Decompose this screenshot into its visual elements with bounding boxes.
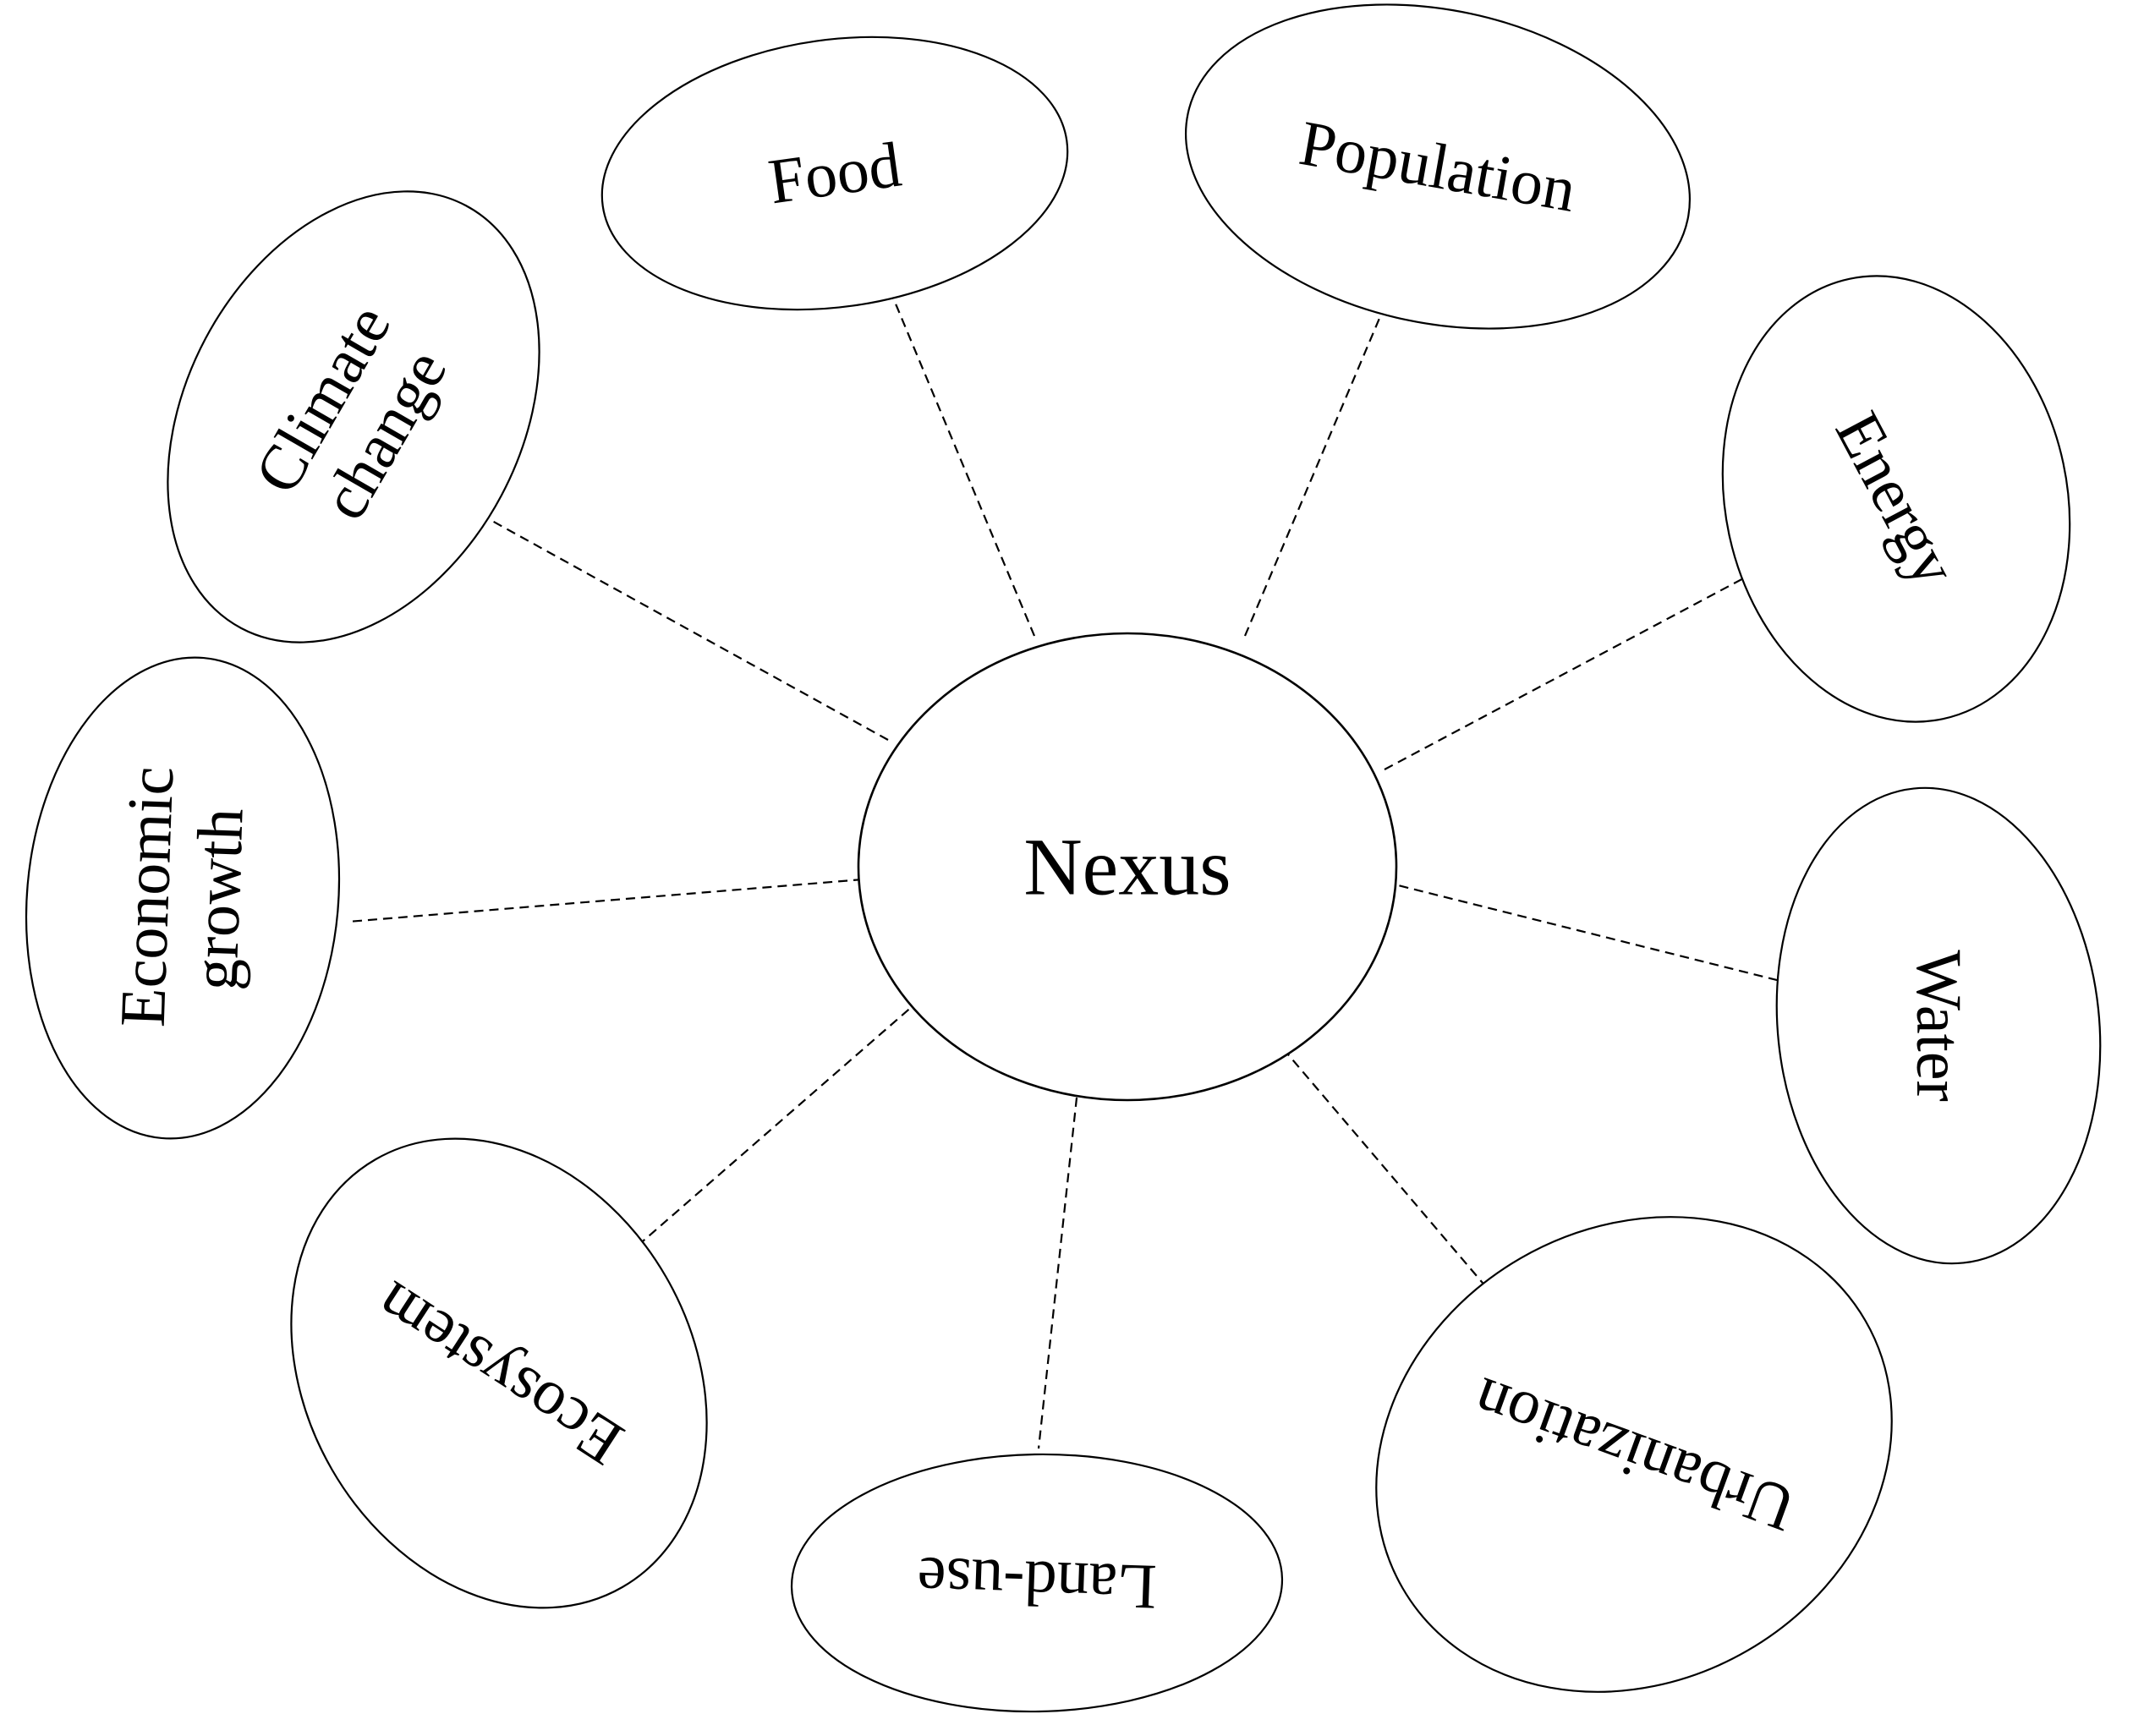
node-economic-growth: Economicgrowth — [25, 656, 341, 1140]
connectors — [348, 291, 1839, 1449]
node-label-line: Land-use — [916, 1543, 1158, 1623]
node-ellipse-economic-growth — [25, 656, 341, 1140]
node-energy: Energy — [1721, 275, 2071, 723]
node-label-line: growth — [179, 807, 256, 991]
node-label-line: Water — [1903, 950, 1974, 1102]
node-label-economic-growth: Economicgrowth — [107, 765, 259, 1031]
node-urbanization: Urbanization — [1375, 1216, 1893, 1693]
node-water: Water — [1775, 786, 2102, 1265]
node-food: Food — [600, 36, 1069, 311]
node-label-land-use: Land-use — [916, 1543, 1158, 1623]
connector-climate-change — [467, 507, 889, 741]
node-ellipse-ecosystem — [290, 1137, 708, 1609]
node-label-line: Economic — [107, 765, 188, 1028]
node-ellipse-climate-change — [167, 190, 540, 643]
node-ellipse-urbanization — [1375, 1216, 1893, 1693]
node-ellipse-water — [1775, 786, 2102, 1265]
connector-ecosystem — [589, 999, 921, 1288]
node-ellipse-land-use — [790, 1453, 1284, 1713]
connector-water — [1384, 880, 1839, 997]
hub-label: Nexus — [1023, 822, 1231, 912]
node-land-use: Land-use — [790, 1453, 1284, 1713]
hub-ellipse — [857, 632, 1398, 1102]
node-ecosystem: Ecosystem — [290, 1137, 708, 1609]
connector-population — [1243, 309, 1385, 637]
nodes: Food PopulationEnergyWaterUrbanizationLan… — [25, 3, 2102, 1713]
connector-land-use — [1037, 1082, 1080, 1449]
node-ellipse-food — [600, 36, 1069, 311]
node-climate-change: Climatechange — [167, 190, 540, 643]
node-ellipse-energy — [1721, 275, 2071, 723]
hub-node: Nexus — [857, 632, 1398, 1102]
connector-energy — [1384, 561, 1774, 770]
node-label-water: Water — [1903, 950, 1974, 1102]
node-population: Population — [1185, 3, 1691, 330]
node-ellipse-population — [1185, 3, 1691, 330]
connector-economic-growth — [348, 878, 864, 923]
connector-food — [889, 291, 1036, 637]
